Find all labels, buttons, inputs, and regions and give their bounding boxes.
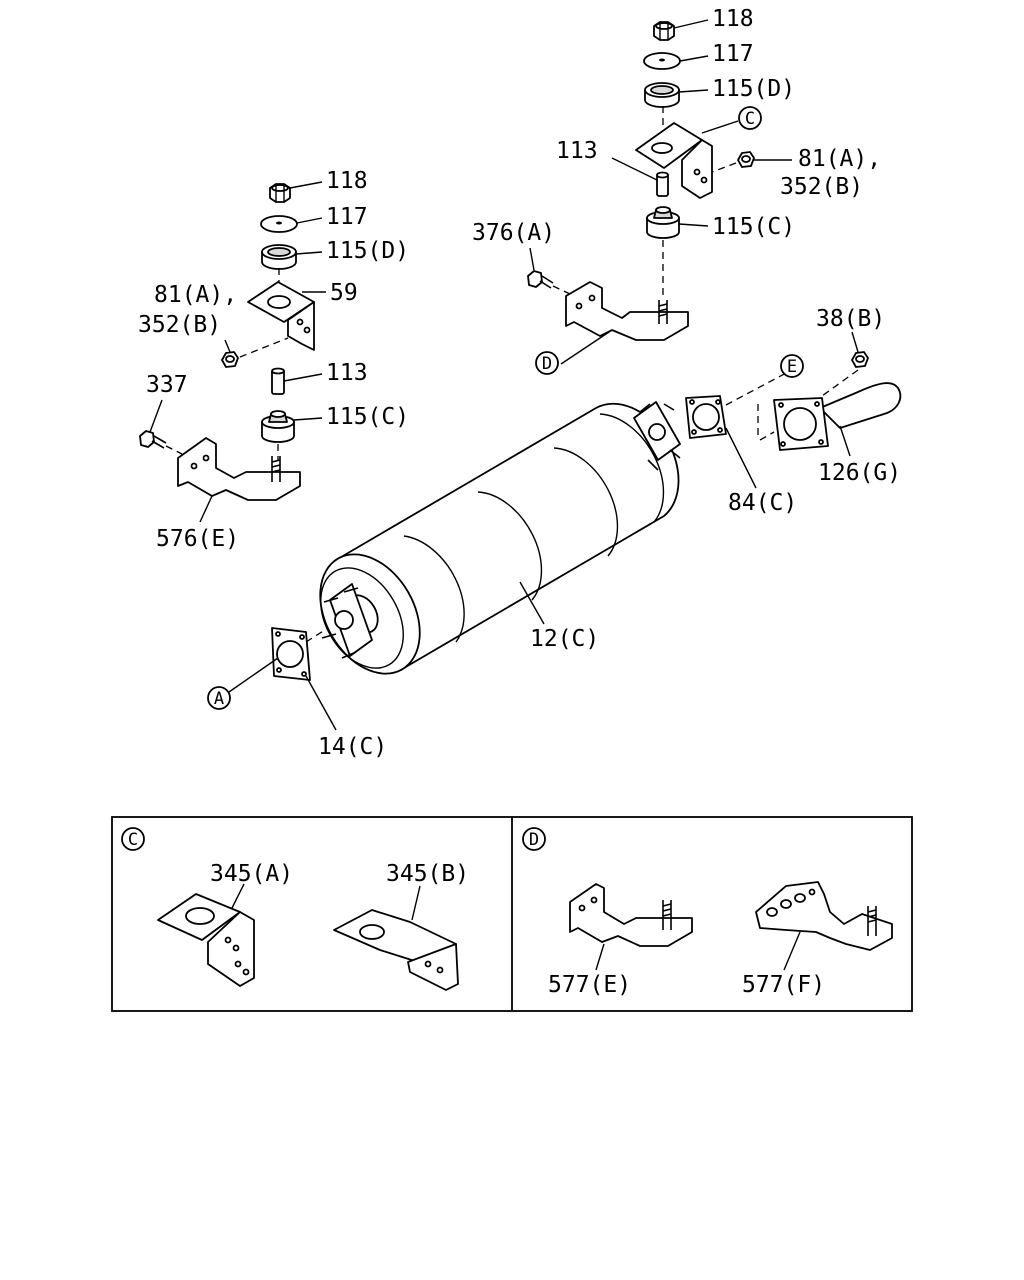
callout-352-top: 352(B) xyxy=(780,174,863,200)
tail-pipe-126g xyxy=(773,382,902,451)
variant-panel: C 345(A) 345(B) D xyxy=(111,816,913,1012)
nut-38b xyxy=(851,351,869,368)
callout-115d-top: 115(D) xyxy=(712,76,795,102)
callout-345b: 345(B) xyxy=(386,861,469,887)
callout-117-top: 117 xyxy=(712,41,754,67)
callout-345a: 345(A) xyxy=(210,861,293,887)
bracket-c-top xyxy=(635,122,713,199)
callout-12: 12(C) xyxy=(530,626,599,652)
bracket-59 xyxy=(247,281,315,351)
callout-577f: 577(F) xyxy=(742,972,825,998)
bushing-115c-top xyxy=(646,206,680,239)
muffler-outlet xyxy=(633,401,681,471)
callout-577e: 577(E) xyxy=(548,972,631,998)
bracket-345b xyxy=(333,909,459,991)
callout-81-left: 81(A), xyxy=(154,282,237,308)
callout-115c-left: 115(C) xyxy=(326,404,409,430)
washer-117-top xyxy=(643,52,681,70)
circle-d-top: D xyxy=(535,351,559,375)
callout-126: 126(G) xyxy=(818,460,901,486)
spacer-113-left xyxy=(271,367,285,395)
bushing-115c-left xyxy=(261,410,295,443)
muffler-inlet xyxy=(321,583,379,659)
bracket-345a xyxy=(157,893,255,987)
bushing-115d-top xyxy=(644,82,680,108)
gasket-14c xyxy=(271,627,311,681)
callout-59: 59 xyxy=(330,280,358,306)
callout-81-top: 81(A), xyxy=(798,146,881,172)
top-mount-assembly xyxy=(527,21,755,341)
bolt-337 xyxy=(139,430,167,449)
callout-38: 38(B) xyxy=(816,306,885,332)
bracket-d-top xyxy=(565,281,689,341)
washer-117-left xyxy=(260,215,298,233)
bolt-376a xyxy=(527,270,554,289)
bracket-577f xyxy=(755,881,893,951)
bracket-576e xyxy=(177,437,301,501)
leader-lines xyxy=(149,19,859,731)
callout-115d-left: 115(D) xyxy=(326,238,409,264)
circle-c-top-letter: C xyxy=(745,109,755,129)
circle-d-top-letter: D xyxy=(542,354,552,374)
circle-e-ref: E xyxy=(780,354,804,378)
callout-84: 84(C) xyxy=(728,490,797,516)
nut-81-left xyxy=(221,351,239,368)
circle-c-panel-letter: C xyxy=(128,830,138,850)
nut-81-top xyxy=(737,151,755,168)
circle-e-letter: E xyxy=(787,357,797,377)
gasket-84c xyxy=(685,395,727,439)
callout-115c-top: 115(C) xyxy=(712,214,795,240)
callout-576: 576(E) xyxy=(156,526,239,552)
nut-118-top xyxy=(653,21,675,41)
callout-117-left: 117 xyxy=(326,204,368,230)
spacer-113-top xyxy=(656,171,669,197)
nut-118-left xyxy=(269,183,291,203)
callout-14: 14(C) xyxy=(318,734,387,760)
circle-d-panel-letter: D xyxy=(529,830,539,850)
circle-a-letter: A xyxy=(214,689,224,709)
circle-c-panel: C xyxy=(121,827,145,851)
callout-337: 337 xyxy=(146,372,188,398)
callout-352-left: 352(B) xyxy=(138,312,221,338)
callout-376: 376(A) xyxy=(472,220,555,246)
callout-118-left: 118 xyxy=(326,168,368,194)
left-mount-assembly xyxy=(139,183,315,501)
callout-113-top: 113 xyxy=(556,138,598,164)
bracket-577e xyxy=(569,883,693,947)
callout-118-top: 118 xyxy=(712,6,754,32)
circle-a-ref: A xyxy=(207,686,231,710)
muffler-12c xyxy=(319,401,681,675)
bushing-115d-left xyxy=(261,244,297,270)
callout-113-left: 113 xyxy=(326,360,368,386)
circle-d-panel: D xyxy=(522,827,546,851)
circle-c-top: C xyxy=(738,106,762,130)
